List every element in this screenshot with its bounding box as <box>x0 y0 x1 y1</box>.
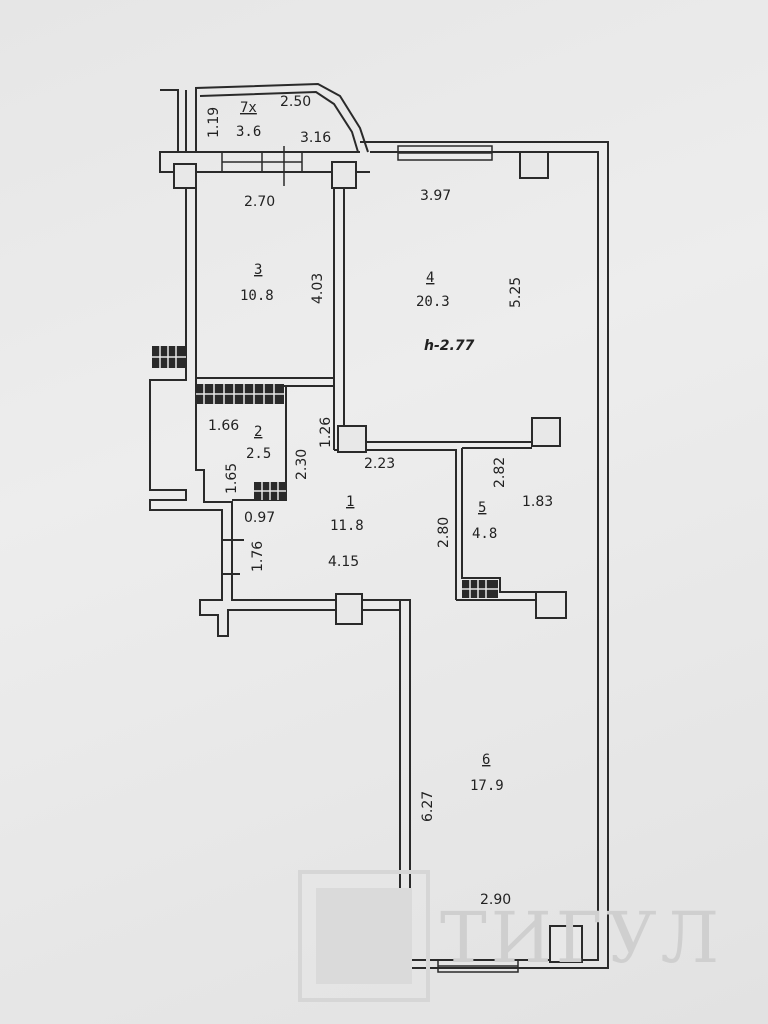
room-4-number: 4 <box>426 270 434 286</box>
dim-room2-width: 1.66 <box>208 418 239 434</box>
dim-room2-height: 1.65 <box>224 463 240 494</box>
dim-room4-width: 3.97 <box>420 188 451 204</box>
dim-room1-right: 2.80 <box>436 517 452 548</box>
dim-room1-top: 2.23 <box>364 456 395 472</box>
watermark: ТИГУЛ <box>298 870 723 1002</box>
dim-room1-width: 4.15 <box>328 554 359 570</box>
dim-balcony-bottom: 3.16 <box>300 130 331 146</box>
ceiling-height: h-2.77 <box>424 338 475 354</box>
windows <box>221 145 519 973</box>
watermark-logo-fill <box>316 888 412 984</box>
room-7x-area: 3.6 <box>236 124 261 140</box>
room-5-number: 5 <box>478 500 486 516</box>
room-2-area: 2.5 <box>246 446 271 462</box>
room-3-number: 3 <box>254 262 262 278</box>
room-6-number: 6 <box>482 752 490 768</box>
vent-grill-lines <box>152 346 498 598</box>
dim-room5-height: 2.82 <box>492 457 508 488</box>
dim-room3-width: 2.70 <box>244 194 275 210</box>
dim-entrance: 1.76 <box>250 541 266 572</box>
room-3-area: 10.8 <box>240 288 274 304</box>
dim-room6-height: 6.27 <box>420 791 436 822</box>
room-7x-number: 7x <box>240 100 257 116</box>
dim-balcony-height: 1.19 <box>206 107 222 138</box>
watermark-logo-icon <box>298 870 430 1002</box>
entrance-door <box>222 539 244 575</box>
dim-corridor: 1.26 <box>318 417 334 448</box>
room-2-number: 2 <box>254 424 262 440</box>
room-1-number: 1 <box>346 494 354 510</box>
room-5-area: 4.8 <box>472 526 497 542</box>
room-6-area: 17.9 <box>470 778 504 794</box>
dimension-labels: 1.19 2.50 3.16 2.70 4.03 3.97 5.25 h-2.7… <box>206 94 553 908</box>
dim-balcony-top: 2.50 <box>280 94 311 110</box>
watermark-text: ТИГУЛ <box>440 897 723 979</box>
dim-room2-wall: 2.30 <box>294 449 310 480</box>
room-1-area: 11.8 <box>330 518 364 534</box>
dim-room3-height: 4.03 <box>310 273 326 304</box>
balcony-walls <box>177 82 369 153</box>
room-labels: 7x 3.6 3 10.8 4 20.3 2 2.5 1 11.8 5 4.8 … <box>236 100 504 794</box>
dim-room4-height: 5.25 <box>508 277 524 308</box>
columns <box>173 151 583 963</box>
dim-room6-width: 2.90 <box>480 892 511 908</box>
outer-walls <box>149 89 609 969</box>
room-4-area: 20.3 <box>416 294 450 310</box>
dim-door-width: 0.97 <box>244 510 275 526</box>
dim-room5-width: 1.83 <box>522 494 553 510</box>
